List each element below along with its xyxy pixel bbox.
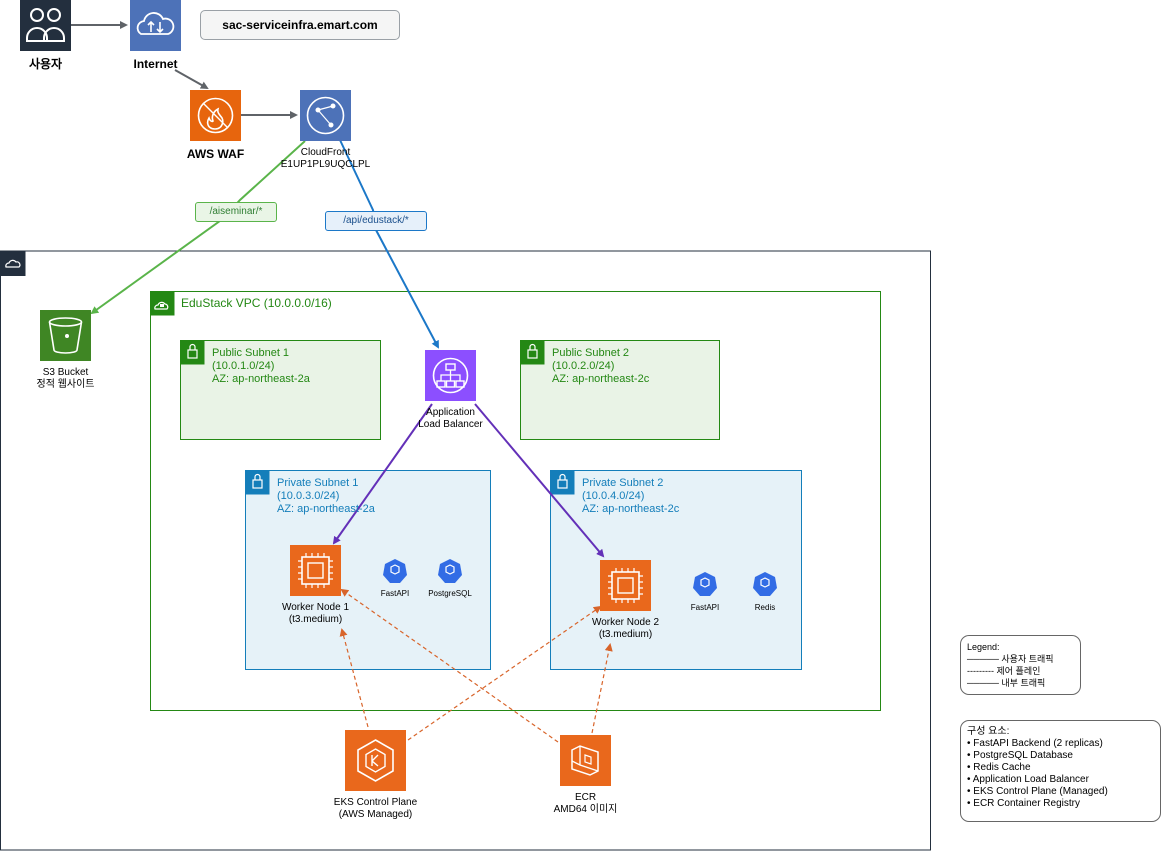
waf-icon — [190, 90, 241, 141]
k8s-pod-icon — [383, 559, 407, 583]
alb-name-2: Load Balancer — [418, 419, 483, 430]
worker-node-1-label: Worker Node 1 (t3.medium) — [270, 602, 361, 626]
component-item: • ECR Container Registry — [967, 798, 1080, 809]
internet-gateway-icon — [130, 0, 181, 51]
alb-name-1: Application — [426, 407, 475, 418]
worker-node-2-name: Worker Node 2 — [591, 617, 660, 628]
component-item: • Application Load Balancer — [967, 774, 1089, 785]
edge-cloudfront-alb — [339, 139, 439, 349]
ecr-desc: AMD64 이미지 — [553, 804, 618, 815]
ecr-name: ECR — [574, 792, 597, 803]
ec2-icon-worker-1 — [290, 545, 341, 596]
components-panel: 구성 요소: • FastAPI Backend (2 replicas) • … — [960, 720, 1161, 822]
user-label: 사용자 — [28, 57, 63, 71]
worker-node-1-type: (t3.medium) — [288, 614, 343, 625]
s3-desc: 정적 웹사이트 — [36, 379, 95, 390]
load-balancer-icon — [425, 350, 476, 401]
edge-ecr-worker1 — [340, 588, 559, 743]
public-subnet-1-label: Public Subnet 1 (10.0.1.0/24) AZ: ap-nor… — [212, 347, 310, 386]
private-subnet-2-label: Private Subnet 2 (10.0.4.0/24) AZ: ap-no… — [582, 477, 679, 516]
s3-label: S3 Bucket 정적 웹사이트 — [20, 367, 111, 391]
public-subnet-2-cidr: (10.0.2.0/24) — [552, 360, 615, 372]
public-subnet-1-name: Public Subnet 1 — [212, 347, 290, 359]
public-subnet-1-az: AZ: ap-northeast-2a — [212, 373, 310, 385]
cloudfront-icon — [300, 90, 351, 141]
edge-alb-worker1 — [332, 403, 433, 545]
edge-alb-worker2 — [474, 403, 605, 558]
public-subnet-2-az: AZ: ap-northeast-2c — [552, 373, 650, 385]
legend-panel: Legend: ───── 사용자 트래픽 --------- 제어 플레인 ─… — [960, 635, 1081, 695]
public-subnet-2-label: Public Subnet 2 (10.0.2.0/24) AZ: ap-nor… — [552, 347, 649, 386]
eks-label: EKS Control Plane (AWS Managed) — [315, 797, 436, 821]
domain-label: sac-serviceinfra.emart.com — [222, 18, 378, 32]
k8s-pod-icon — [438, 559, 462, 583]
private-subnet-2 — [550, 470, 802, 670]
private-subnet-1-az: AZ: ap-northeast-2a — [277, 503, 375, 515]
private-subnet-1-label: Private Subnet 1 (10.0.3.0/24) AZ: ap-no… — [277, 477, 375, 516]
ecr-icon — [560, 735, 611, 786]
internet-label: Internet — [133, 57, 178, 71]
private-subnet-2-az: AZ: ap-northeast-2c — [582, 503, 680, 515]
legend-title: Legend: — [967, 642, 1000, 652]
worker-node-2-type: (t3.medium) — [598, 629, 653, 640]
edge-internet-waf — [174, 69, 209, 89]
legend-item-user-traffic: ───── 사용자 트래픽 — [967, 654, 1054, 664]
pod-label-redis: Redis — [754, 603, 776, 612]
alb-label: Application Load Balancer — [405, 407, 496, 431]
public-subnet-1 — [180, 340, 381, 440]
aws-cloud-group — [0, 250, 931, 851]
route-label-edustack: /api/edustack/* — [325, 211, 427, 231]
s3-bucket-icon — [40, 310, 91, 361]
legend-item-internal-traffic: ───── 내부 트래픽 — [967, 678, 1046, 688]
lock-icon — [187, 349, 198, 359]
component-item: • Redis Cache — [967, 762, 1031, 773]
public-subnet-1-cidr: (10.0.1.0/24) — [212, 360, 275, 372]
private-subnet-1-name: Private Subnet 1 — [277, 477, 359, 489]
components-title: 구성 요소: — [967, 726, 1010, 737]
component-item: • PostgreSQL Database — [967, 750, 1073, 761]
cloudfront-name: CloudFront — [300, 147, 351, 158]
pod-label-fastapi-1: FastAPI — [380, 589, 410, 598]
pod-label-fastapi-2: FastAPI — [690, 603, 720, 612]
lock-icon — [527, 349, 538, 359]
s3-name: S3 Bucket — [42, 367, 89, 378]
worker-node-2-label: Worker Node 2 (t3.medium) — [580, 617, 671, 641]
k8s-pod-icon — [753, 572, 777, 596]
ec2-icon-worker-2 — [600, 560, 651, 611]
legend-item-control-plane: --------- 제어 플레인 — [967, 666, 1041, 676]
vpc-group — [150, 291, 881, 711]
domain-label-box: sac-serviceinfra.emart.com — [200, 10, 400, 40]
private-subnet-2-cidr: (10.0.4.0/24) — [582, 490, 645, 502]
worker-node-1-name: Worker Node 1 — [281, 602, 350, 613]
waf-label: AWS WAF — [186, 147, 245, 161]
vpc-title: EduStack VPC (10.0.0.0/16) — [181, 296, 332, 310]
private-subnet-1-cidr: (10.0.3.0/24) — [277, 490, 340, 502]
edge-eks-worker1 — [339, 628, 369, 728]
component-item: • FastAPI Backend (2 replicas) — [967, 738, 1103, 749]
eks-icon — [345, 730, 406, 791]
k8s-pod-icon — [693, 572, 717, 596]
cloudfront-label: CloudFront E1UP1PL9UQCLPL — [270, 147, 381, 171]
eks-desc: (AWS Managed) — [338, 809, 413, 820]
edge-eks-worker2 — [407, 605, 602, 741]
eks-name: EKS Control Plane — [333, 797, 418, 808]
component-item: • EKS Control Plane (Managed) — [967, 786, 1108, 797]
pod-label-postgresql: PostgreSQL — [428, 589, 472, 598]
lock-icon — [557, 479, 568, 489]
lock-icon — [252, 479, 263, 489]
edge-ecr-worker2 — [591, 643, 613, 734]
public-subnet-2-name: Public Subnet 2 — [552, 347, 630, 359]
route-label-aiseminar: /aiseminar/* — [195, 202, 277, 222]
cloudfront-id: E1UP1PL9UQCLPL — [280, 159, 371, 170]
public-subnet-2 — [520, 340, 720, 440]
users-icon — [20, 0, 71, 51]
private-subnet-2-name: Private Subnet 2 — [582, 477, 664, 489]
ecr-label: ECR AMD64 이미지 — [540, 792, 631, 816]
vpc-icon — [154, 301, 169, 310]
cloud-icon — [5, 259, 21, 268]
